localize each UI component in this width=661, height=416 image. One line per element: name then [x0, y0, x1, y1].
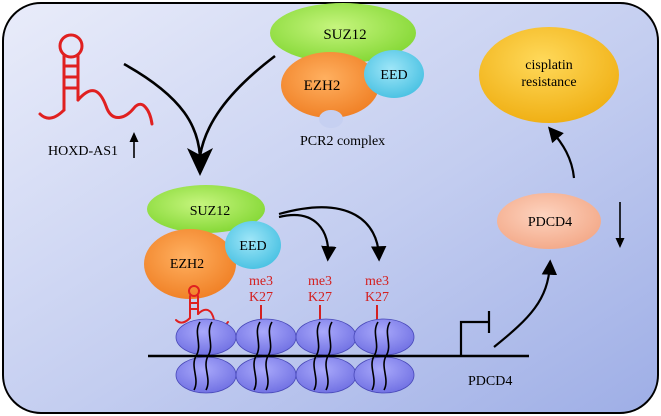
pdcd4-protein-shape — [497, 193, 601, 249]
ezh2-top-shape — [281, 52, 379, 118]
me3-label-3: me3 — [365, 274, 389, 289]
suz12-top-label: SUZ12 — [323, 27, 366, 43]
k27-label-2: K27 — [308, 290, 332, 305]
ezh2-top-notch — [319, 110, 343, 128]
methylation-arrow-2 — [278, 206, 387, 262]
pdcd4-down-arrow-icon — [615, 202, 625, 248]
me3-label-2: me3 — [308, 274, 332, 289]
repression-symbol-icon — [459, 311, 491, 356]
nucleosome-array — [175, 318, 415, 394]
dna-wrap-marks — [193, 321, 391, 391]
suz12-bound-shape — [147, 185, 265, 233]
ezh2-top-label: EZH2 — [304, 78, 341, 94]
hoxd-up-arrow-icon — [129, 132, 139, 158]
me3-label-1: me3 — [249, 274, 273, 289]
eed-bound-label: EED — [239, 239, 266, 254]
ezh2-bound-label: EZH2 — [170, 257, 204, 272]
assembly-arrowhead-icon — [187, 148, 213, 176]
ezh2-bound-shape — [144, 229, 236, 299]
methylation-arrows — [278, 206, 387, 262]
nucleosome — [295, 318, 357, 356]
cisplatin-resistance-shape — [479, 27, 619, 123]
methylation-arrow-1 — [278, 214, 337, 262]
assembly-arrow — [123, 54, 276, 157]
pdcd4-protein-label: PDCD4 — [528, 215, 572, 230]
pdcd4-gene-label: PDCD4 — [468, 374, 512, 389]
k27-label-3: K27 — [365, 290, 389, 305]
resistance-label: resistance — [521, 75, 576, 90]
expression-arrow — [493, 259, 558, 348]
k27-label-1: K27 — [249, 290, 273, 305]
eed-bound-shape — [225, 221, 281, 269]
suz12-bound-label: SUZ12 — [190, 204, 230, 219]
hoxd-as1-rna-icon — [38, 33, 154, 126]
hoxd-as1-label: HOXD-AS1 — [48, 144, 118, 159]
cisplatin-label: cisplatin — [525, 58, 572, 73]
eed-top-shape — [364, 50, 424, 98]
suz12-top-shape — [270, 3, 416, 63]
pcr2-complex-label: PCR2 complex — [300, 134, 385, 149]
resistance-arrow — [547, 126, 576, 179]
nucleosome — [353, 318, 415, 356]
nucleosome — [235, 318, 297, 356]
eed-top-label: EED — [380, 68, 407, 83]
nucleosome — [175, 318, 237, 356]
